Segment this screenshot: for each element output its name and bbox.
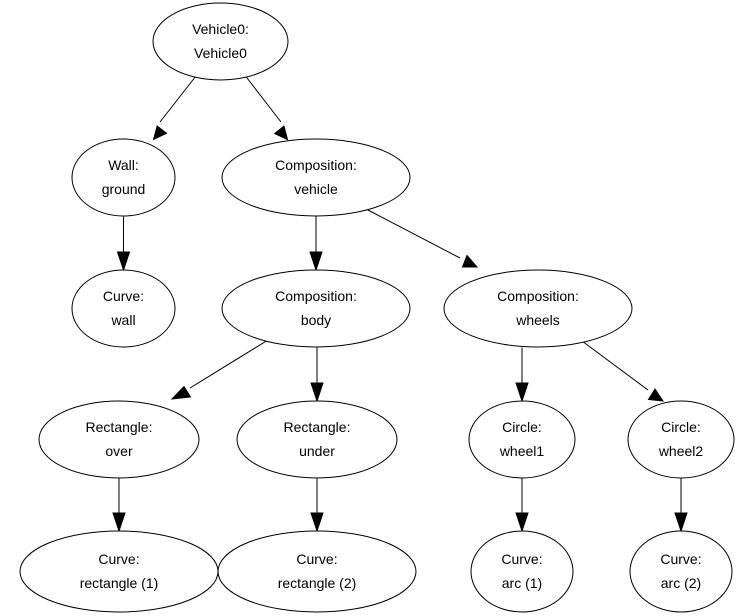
edge-arrowhead-icon (170, 385, 192, 400)
node-label-line2: rectangle (1) (80, 575, 159, 591)
node-ellipse[interactable] (629, 530, 733, 613)
graph-edge (116, 216, 131, 272)
graph-edge (515, 347, 529, 403)
graph-node[interactable]: Circle: wheel2 (627, 400, 735, 479)
node-ellipse[interactable] (468, 400, 576, 479)
node-ellipse[interactable] (443, 269, 633, 348)
node-ellipse[interactable] (221, 269, 411, 348)
node-ellipse[interactable] (217, 530, 417, 613)
edge-arrowhead-icon (112, 512, 126, 533)
node-label-line1: Curve: (501, 551, 542, 567)
node-ellipse[interactable] (71, 138, 176, 217)
node-ellipse[interactable] (152, 2, 289, 81)
edges-layer (112, 75, 688, 533)
node-label-line2: over (105, 443, 133, 459)
graph-node[interactable]: Curve: arc (1) (470, 530, 574, 613)
edge-arrowhead-icon (647, 388, 665, 402)
nodes-layer: Vehicle0:Vehicle0Wall:groundComposition:… (19, 2, 735, 613)
graph-edge (310, 478, 324, 533)
graph-edge (310, 347, 324, 403)
graph-node[interactable]: Wall: ground (71, 138, 176, 217)
node-label-line1: Circle: (661, 419, 701, 435)
node-label-line1: Rectangle: (86, 419, 153, 435)
edge-line (189, 339, 269, 389)
edge-arrowhead-icon (116, 251, 131, 272)
edge-arrowhead-icon (310, 512, 324, 533)
graph-node[interactable]: Composition: wheels (443, 269, 633, 348)
node-label-line2: vehicle (294, 181, 338, 197)
graph-node[interactable]: Rectangle: over (38, 400, 200, 479)
edge-arrowhead-icon (674, 512, 688, 533)
edge-line (159, 75, 197, 123)
node-label-line1: Composition: (497, 288, 579, 304)
edge-line (581, 340, 649, 391)
edge-arrowhead-icon (515, 382, 529, 403)
edge-arrowhead-icon (310, 382, 324, 403)
node-ellipse[interactable] (627, 400, 735, 479)
node-label-line2: arc (2) (661, 575, 701, 591)
node-label-line1: Vehicle0: (192, 21, 249, 37)
graph-node[interactable]: Curve: rectangle (1) (19, 530, 219, 613)
node-ellipse[interactable] (19, 530, 219, 613)
graph-edge (309, 216, 323, 272)
node-label-line2: arc (1) (502, 575, 542, 591)
node-ellipse[interactable] (38, 400, 200, 479)
graph-edge (152, 75, 197, 141)
graph-edge (674, 478, 688, 533)
graph-node[interactable]: Vehicle0: Vehicle0 (152, 2, 289, 81)
node-label-line2: rectangle (2) (278, 575, 357, 591)
node-ellipse[interactable] (470, 530, 574, 613)
graph-node[interactable]: Composition: body (221, 269, 411, 348)
edge-arrowhead-icon (515, 512, 529, 533)
node-label-line1: Composition: (275, 157, 357, 173)
node-label-line2: wall (110, 312, 135, 328)
graph-edge (112, 478, 126, 533)
graph-edge (515, 478, 529, 533)
edge-arrowhead-icon (152, 125, 168, 141)
node-label-line2: under (299, 443, 335, 459)
edge-arrowhead-icon (273, 125, 289, 141)
graph-node[interactable]: Composition: vehicle (221, 138, 411, 217)
graph-node[interactable]: Curve: wall (71, 269, 176, 348)
node-label-line1: Rectangle: (284, 419, 351, 435)
node-ellipse[interactable] (236, 400, 398, 479)
graph-edge (245, 75, 289, 141)
graph-node[interactable]: Curve: arc (2) (629, 530, 733, 613)
node-label-line2: body (301, 312, 331, 328)
edge-arrowhead-icon (461, 254, 479, 268)
node-label-line2: ground (102, 181, 146, 197)
node-label-line1: Curve: (660, 551, 701, 567)
graph-node[interactable]: Circle: wheel1 (468, 400, 576, 479)
edge-line (245, 75, 282, 123)
node-label-line2: Vehicle0 (194, 45, 247, 61)
node-label-line2: wheel2 (658, 443, 704, 459)
node-ellipse[interactable] (71, 269, 176, 348)
node-label-line1: Composition: (275, 288, 357, 304)
node-label-line1: Curve: (296, 551, 337, 567)
node-label-line1: Curve: (103, 288, 144, 304)
node-label-line1: Circle: (502, 419, 542, 435)
node-label-line2: wheels (515, 312, 560, 328)
graph-edge (367, 209, 479, 268)
node-ellipse[interactable] (221, 138, 411, 217)
edge-line (367, 209, 461, 259)
graph-node[interactable]: Rectangle: under (236, 400, 398, 479)
graph-edge (170, 339, 269, 400)
edge-arrowhead-icon (309, 251, 323, 272)
graph-edge (581, 340, 665, 402)
node-label-line1: Wall: (108, 157, 139, 173)
node-label-line1: Curve: (98, 551, 139, 567)
graph-node[interactable]: Curve: rectangle (2) (217, 530, 417, 613)
node-label-line2: wheel1 (499, 443, 545, 459)
